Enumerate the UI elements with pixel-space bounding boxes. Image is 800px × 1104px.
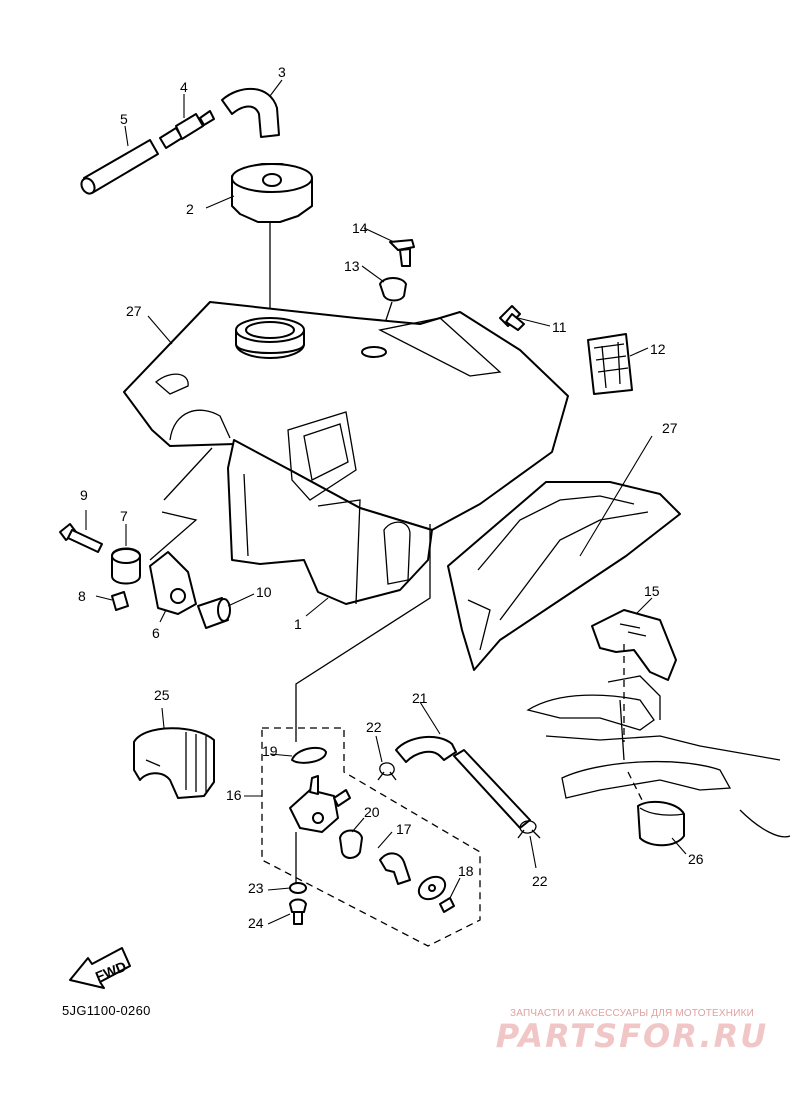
callout-24: 24 — [248, 915, 264, 931]
callout-numbers: 1 2 3 4 5 6 7 8 9 10 11 12 13 14 15 16 1… — [78, 64, 704, 931]
part-12-clip — [587, 333, 633, 395]
part-10-collar — [197, 597, 231, 629]
fwd-arrow-icon: FWD — [69, 947, 131, 989]
callout-19: 19 — [262, 743, 278, 759]
tank-leader-line — [163, 447, 213, 501]
callout-1: 1 — [294, 616, 302, 632]
part-1-fuel-tank — [227, 411, 433, 605]
watermark-caption: ЗАПЧАСТИ И АКСЕССУАРЫ ДЛЯ МОТОТЕХНИКИ — [509, 1008, 755, 1019]
part-6-bracket — [149, 551, 197, 615]
callout-9: 9 — [80, 487, 88, 503]
part-21-fuel-hose — [395, 735, 531, 829]
part-20-o-ring — [339, 829, 363, 859]
callout-11: 11 — [552, 319, 567, 335]
part-11-bolt — [499, 305, 525, 331]
watermark-logo: PARTSFOR.RU — [495, 1017, 769, 1055]
part-23-washer — [289, 882, 307, 894]
callout-12: 12 — [650, 341, 666, 357]
part-18-screw-plate — [417, 875, 455, 913]
part-16-group-box — [261, 727, 481, 947]
callout-15: 15 — [644, 583, 660, 599]
callout-27-left: 27 — [126, 303, 142, 319]
callout-5: 5 — [120, 111, 128, 127]
part-27-right-shroud — [447, 481, 681, 671]
tank-mount-hole — [361, 346, 387, 358]
callout-27-right: 27 — [662, 420, 678, 436]
watermark: ЗАПЧАСТИ И АКСЕССУАРЫ ДЛЯ МОТОТЕХНИКИ PA… — [482, 1008, 782, 1055]
part-2-fuel-cap — [231, 163, 313, 223]
frame-sketch — [526, 644, 791, 838]
callout-18: 18 — [458, 863, 474, 879]
bracket-leader-line — [149, 511, 198, 561]
part-8-bolt — [111, 591, 129, 611]
part-17-o-ring — [379, 852, 411, 885]
part-26-frame-guard — [637, 800, 685, 847]
callout-8: 8 — [78, 588, 86, 604]
part-22-hose-clip-upper — [377, 762, 397, 781]
callout-10: 10 — [256, 584, 272, 600]
callout-22-upper: 22 — [366, 719, 382, 735]
callout-13: 13 — [344, 258, 360, 274]
callout-20: 20 — [364, 804, 380, 820]
callout-7: 7 — [120, 508, 128, 524]
callout-23: 23 — [248, 880, 264, 896]
part-9-bolt — [59, 523, 103, 553]
part-27-left-shroud — [123, 301, 569, 531]
callout-25: 25 — [154, 687, 170, 703]
callout-22-lower: 22 — [532, 873, 548, 889]
callout-leaders — [85, 79, 687, 925]
callout-26: 26 — [688, 851, 704, 867]
callout-3: 3 — [278, 64, 286, 80]
callout-17: 17 — [396, 821, 412, 837]
part-14-bolt — [389, 239, 415, 267]
diagram-code: 5JG1100-0260 — [62, 1003, 151, 1018]
callout-6: 6 — [152, 625, 160, 641]
part-5-breather-tube — [80, 139, 159, 195]
part-24-screw — [289, 898, 307, 925]
part-3-bent-hose — [221, 87, 280, 138]
tank-filler-neck — [235, 317, 305, 359]
callout-4: 4 — [180, 79, 188, 95]
part-15-clamp — [591, 609, 677, 681]
part-7-rubber-bushing — [111, 547, 141, 585]
callout-21: 21 — [412, 690, 428, 706]
part-13-damper — [379, 277, 407, 302]
callout-2: 2 — [186, 201, 194, 217]
part-4-check-valve — [159, 110, 215, 149]
part-19-seal — [291, 746, 327, 764]
callout-16: 16 — [226, 787, 242, 803]
callout-14: 14 — [352, 220, 368, 236]
fuel-line-leader — [295, 524, 431, 742]
part-16-fuel-cock — [289, 775, 351, 833]
part-25-protector — [133, 727, 215, 799]
part-22-hose-clip-lower — [517, 820, 541, 839]
